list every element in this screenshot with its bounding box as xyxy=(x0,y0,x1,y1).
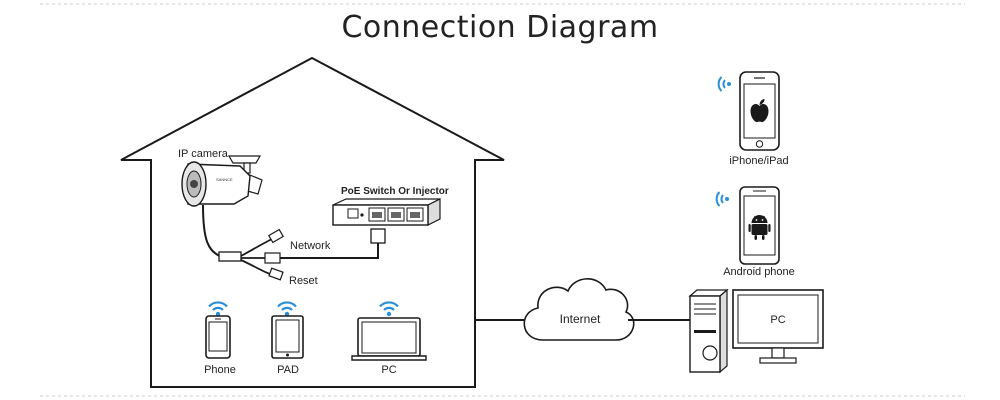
camera-cable xyxy=(202,204,223,258)
network-cable xyxy=(280,243,379,259)
wifi-icon xyxy=(717,76,732,92)
house-outline xyxy=(120,56,505,388)
cloud-icon xyxy=(523,278,635,341)
network-connector xyxy=(264,252,281,264)
power-connector xyxy=(267,228,285,244)
wifi-icon xyxy=(276,301,298,318)
reset-label: Reset xyxy=(289,275,318,287)
svg-text:SANNCE: SANNCE xyxy=(216,177,233,182)
laptop-icon xyxy=(351,317,427,361)
network-label: Network xyxy=(290,240,331,252)
reset-connector xyxy=(268,267,284,281)
android-phone-label: Android phone xyxy=(723,266,795,278)
wifi-icon xyxy=(207,301,229,318)
desktop-tower-icon xyxy=(688,288,729,374)
android-logo-icon xyxy=(748,215,771,240)
tablet-icon xyxy=(271,315,304,359)
camera-icon: SANNCE xyxy=(181,155,263,207)
iphone-ipad-label: iPhone/iPad xyxy=(729,155,789,167)
wifi-icon xyxy=(378,301,400,318)
poe-switch-icon xyxy=(332,198,441,226)
diagram-title: Connection Diagram xyxy=(341,10,659,45)
pigtail-junction xyxy=(218,251,242,262)
pc-remote-label: PC xyxy=(770,314,786,326)
internet-label: Internet xyxy=(559,312,601,326)
apple-logo-icon xyxy=(750,99,769,123)
rj45-plug xyxy=(370,228,386,244)
wifi-icon xyxy=(715,191,730,207)
monitor-icon xyxy=(732,289,824,364)
smartphone-icon xyxy=(205,315,231,359)
pc-local-label: PC xyxy=(381,364,397,376)
phone-label: Phone xyxy=(204,364,236,376)
ip-camera-label: IP camera xyxy=(178,148,228,160)
pad-label: PAD xyxy=(277,364,299,376)
poe-switch-label: PoE Switch Or Injector xyxy=(341,186,449,197)
